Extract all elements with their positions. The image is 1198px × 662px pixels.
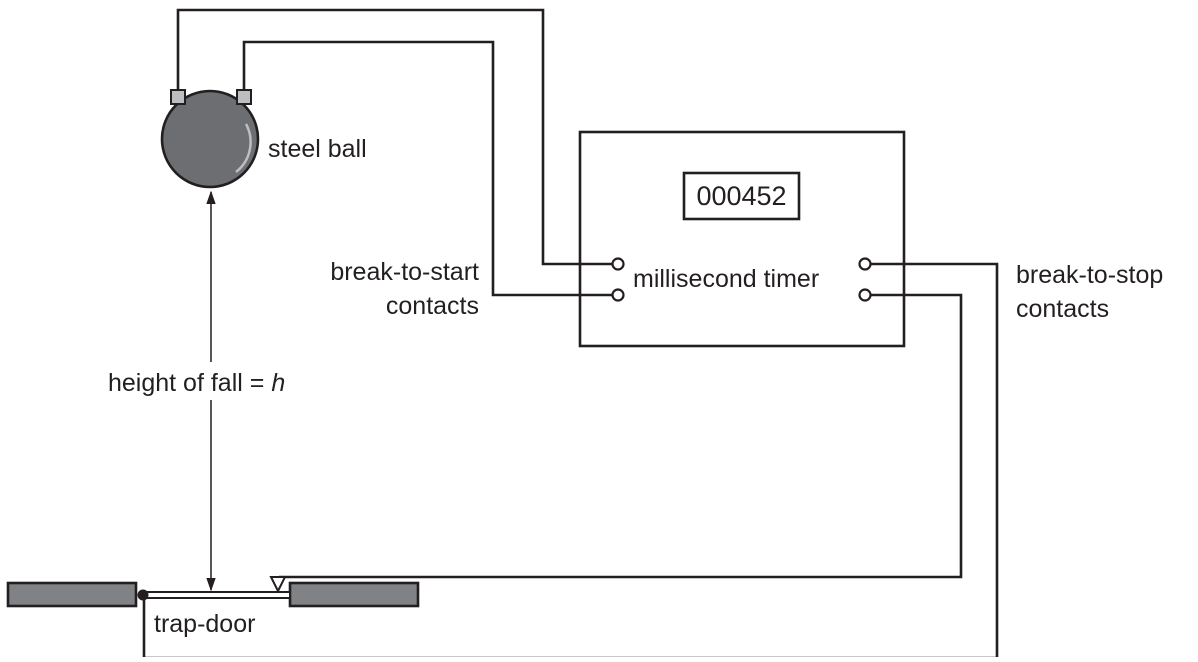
start-contact-terminal-2 bbox=[611, 288, 625, 302]
height-label: height of fall = h bbox=[108, 369, 285, 397]
steel-ball-label: steel ball bbox=[268, 135, 367, 163]
floor-plate-right bbox=[288, 581, 420, 608]
steel-ball-highlight bbox=[235, 123, 252, 173]
floor-plate-left bbox=[6, 581, 138, 608]
trap-door-label: trap-door bbox=[154, 610, 255, 638]
height-label-backing bbox=[104, 362, 320, 400]
timer-label: millisecond timer bbox=[633, 265, 819, 293]
wire-stop-lower bbox=[279, 293, 963, 579]
height-label-prefix: height of fall = bbox=[108, 369, 271, 397]
height-symbol: h bbox=[271, 369, 285, 397]
stop-contacts-label-line1: break-to-stop bbox=[1016, 261, 1163, 289]
electromagnet-clip-right bbox=[236, 89, 252, 105]
start-contacts-label-line1: break-to-start bbox=[330, 258, 479, 286]
steel-ball bbox=[160, 89, 260, 189]
timer-display-reading: 000452 bbox=[696, 181, 786, 211]
stop-contacts-label-line2: contacts bbox=[1016, 295, 1109, 323]
start-contacts-label-line2: contacts bbox=[386, 292, 479, 320]
timer-display bbox=[682, 171, 801, 221]
wire-start-inner bbox=[242, 40, 613, 297]
stop-contact-terminal-1 bbox=[858, 257, 872, 271]
trap-door-hinge bbox=[137, 589, 149, 601]
stop-contact-terminal-2 bbox=[858, 288, 872, 302]
trap-door-flap bbox=[143, 591, 291, 599]
start-contact-terminal-1 bbox=[611, 257, 625, 271]
trap-door-catch bbox=[269, 576, 287, 594]
electromagnet-clip-left bbox=[170, 89, 186, 105]
wire-start-outer bbox=[176, 8, 613, 266]
timer-box bbox=[578, 130, 906, 348]
